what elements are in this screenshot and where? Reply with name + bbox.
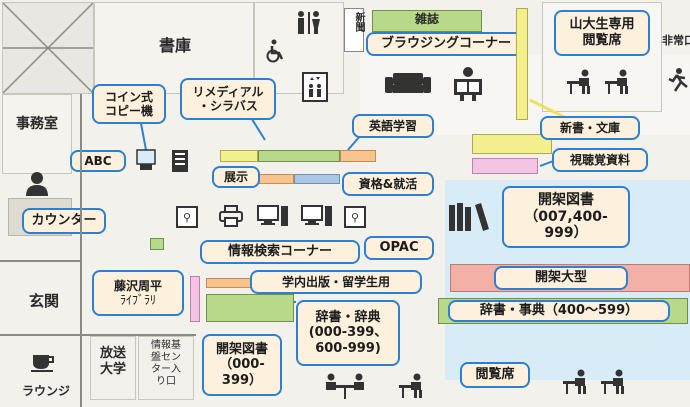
qualifications-label: 資格&就活	[342, 172, 434, 196]
info-center-line2: 盤セン	[151, 352, 181, 363]
broadcast-univ-line1: 放送	[99, 346, 126, 361]
english-learning-label: 英語学習	[352, 114, 434, 138]
stairs-box	[2, 2, 94, 94]
lounge-label: ラウンジ	[21, 384, 70, 398]
magazine-shelf	[372, 10, 482, 32]
stacks-label: 書庫	[158, 36, 191, 55]
info-center-label: 情報基 盤セン ター入 り口	[138, 340, 194, 388]
printer-icon	[218, 204, 244, 228]
search-terminal-icon: ⚲	[344, 206, 366, 228]
small-green-box	[150, 238, 164, 250]
opac-label: OPAC	[364, 236, 434, 260]
fujisawa-line1: 藤沢周平	[113, 278, 162, 293]
dictionaries-shelf	[206, 294, 294, 322]
browsing-corner-label: ブラウジングコーナー	[366, 32, 526, 56]
restroom-icon	[294, 10, 324, 36]
study-desk-icon	[600, 368, 630, 396]
search-terminal-icon: ⚲	[176, 206, 198, 228]
broadcast-univ-line2: 大学	[99, 361, 126, 377]
broadcast-univ-label: 放送 大学	[90, 346, 136, 377]
open-shelves-2-line2: （000-	[219, 357, 265, 373]
emergency-exit-icon	[666, 66, 690, 94]
reading-room-top-label: 山大生専用 閲覧席	[554, 10, 650, 56]
computer-icon	[300, 204, 334, 228]
stairs-cross	[3, 3, 93, 93]
info-center-line1: 情報基	[151, 340, 181, 351]
lounge-cup-icon	[28, 350, 58, 374]
staff-icon	[22, 168, 52, 198]
open-shelves-2-label: 開架図書 （000- 399）	[202, 334, 282, 396]
open-shelves-2-line1: 開架図書	[215, 341, 268, 357]
remedial-line1: リメディアル	[192, 84, 264, 99]
entrance-wall	[0, 260, 80, 262]
newspaper-rack	[344, 8, 364, 52]
elevator-icon	[302, 72, 328, 102]
info-center-line3: ター入	[151, 364, 181, 375]
remedial-shelf-green	[258, 150, 340, 162]
reading-room-top-line1: 山大生専用	[569, 17, 635, 33]
dictionaries-400-label: 辞書・事典（400〜599）	[448, 300, 670, 322]
fujisawa-shelf	[190, 276, 200, 322]
open-shelves-1-label: 開架図書 （007,400- 999）	[502, 186, 630, 248]
study-desk-icon	[604, 68, 634, 96]
newspapers-label: 新聞	[353, 12, 364, 32]
computer-icon	[256, 204, 290, 228]
dictionaries-label: 辞書・辞典 (000-399、 600-999)	[296, 300, 400, 366]
remedial-label: リメディアル ・シラバス	[180, 78, 276, 120]
reading-room-top-line2: 閲覧席	[582, 33, 622, 48]
remedial-line2: ・シラバス	[198, 99, 258, 113]
exhibition-shelf	[258, 174, 294, 184]
exhibition-label: 展示	[212, 166, 260, 188]
open-shelves-1-line1: 開架図書	[538, 191, 594, 208]
study-desk-icon	[562, 368, 592, 396]
fujisawa-label: 藤沢周平 ﾗｲﾌﾞﾗﾘ	[92, 270, 184, 316]
wall-bottom-left	[0, 334, 196, 336]
qualifications-shelf	[294, 174, 340, 184]
wall-left-vertical	[80, 94, 82, 407]
english-shelf	[340, 150, 376, 162]
broadcast-univ-room	[90, 336, 136, 400]
fujisawa-line2: ﾗｲﾌﾞﾗﾘ	[119, 293, 156, 307]
open-shelves-2-line3: 399）	[221, 372, 263, 388]
coin-copy-line1: コイン式	[104, 89, 153, 104]
entrance-label: 玄関	[28, 292, 59, 310]
copier-icon	[168, 148, 192, 174]
emergency-exit-label: 非常口	[662, 34, 690, 47]
oversize-label: 開架大型	[494, 266, 628, 290]
remedial-shelf	[220, 150, 258, 162]
study-desk-icon	[322, 372, 368, 400]
new-books-shelf	[472, 134, 552, 154]
books-icon	[446, 200, 490, 232]
copier-icon	[134, 148, 158, 172]
open-shelves-1-line2: （007,400-	[524, 208, 608, 225]
open-shelves-1-line3: 999）	[544, 225, 588, 242]
av-materials-shelf	[472, 158, 538, 174]
study-desk-icon	[398, 372, 428, 400]
abc-label: ABC	[70, 150, 126, 172]
info-center-line4: り口	[156, 376, 176, 387]
new-books-label: 新書・文庫	[540, 116, 640, 140]
campus-pub-label: 学内出版・留学生用	[250, 270, 422, 294]
info-center-room	[138, 336, 194, 400]
coin-copy-line2: コピー機	[104, 104, 153, 118]
av-materials-label: 視聴覚資料	[552, 148, 648, 172]
magazines-label: 雑誌	[414, 12, 439, 26]
dictionaries-line1: 辞書・辞典	[315, 309, 381, 325]
sofa-icon	[384, 70, 432, 98]
dictionaries-line3: 600-999)	[315, 340, 381, 356]
office-label: 事務室	[16, 116, 58, 132]
new-books-shelf-vertical	[516, 8, 528, 120]
coin-copy-label: コイン式 コピー機	[92, 84, 166, 124]
dictionaries-line2: (000-399、	[308, 325, 388, 341]
study-desk-icon	[566, 68, 596, 96]
newspaper-reader-icon	[448, 66, 488, 102]
reading-seats-label: 閲覧席	[460, 362, 530, 388]
wheelchair-icon	[262, 38, 288, 64]
info-search-label: 情報検索コーナー	[200, 240, 360, 264]
